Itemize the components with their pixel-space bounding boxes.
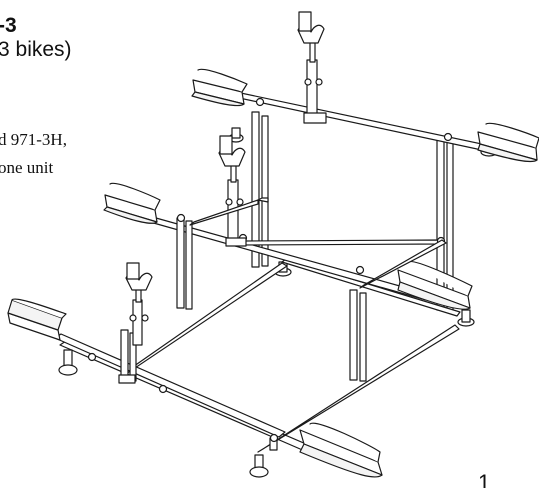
middle-tier [104, 136, 472, 309]
capacity-text: 3 bikes) [0, 38, 72, 61]
front-feet [59, 350, 277, 477]
description-line-1: d 971-3H, [0, 130, 67, 149]
side-rails [190, 198, 446, 288]
model-number: -3 [0, 14, 17, 37]
page-number: 1 [478, 470, 491, 488]
upper-tier [192, 12, 539, 162]
lower-tier [8, 263, 382, 477]
description-line-2: one unit [0, 158, 54, 177]
